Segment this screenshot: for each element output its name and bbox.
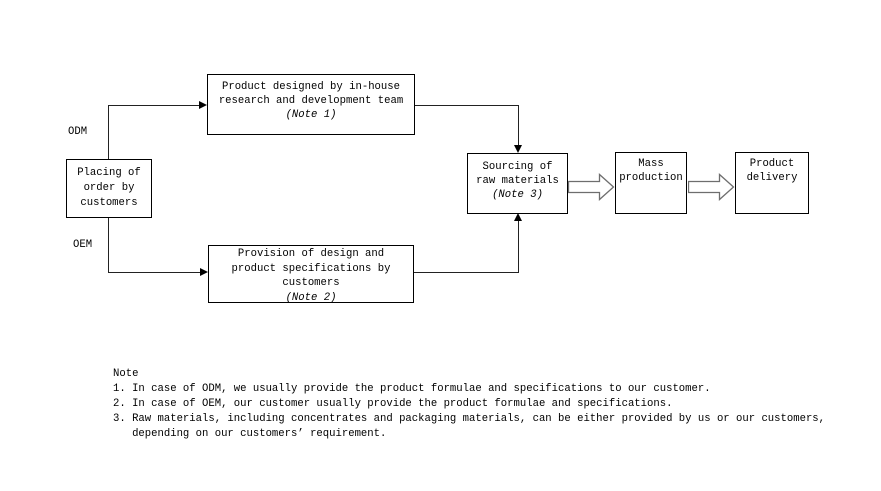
node-text-line: research and development team [218,95,404,107]
note-line-1: 1. In case of ODM, we usually provide th… [113,383,711,395]
connector-oem-vertical [108,217,109,272]
node-text-line: production [619,172,683,184]
node-text-line: customers [282,277,340,289]
node-sourcing-raw-materials: Sourcing of raw materials (Note 3) [467,153,568,214]
note-line-2: 2. In case of OEM, our customer usually … [113,398,673,410]
node-product-designed: Product designed by in-house research an… [207,74,415,135]
node-text-line: delivery [746,172,798,184]
node-text-line: Provision of design and [237,248,385,260]
note-reference: (Note 3) [492,189,543,201]
notes-title: Note [113,368,139,380]
arrowhead-down-icon [514,145,522,153]
connector-odm-vertical [108,105,109,159]
node-text-line: Sourcing of [482,161,553,173]
node-text-line: product specifications by [231,262,391,275]
node-text-line: Placing of [77,167,141,179]
connector-odm-horizontal [108,105,200,106]
note-line-3-continued: depending on our customers’ requirement. [113,428,387,440]
node-text-line: raw materials [476,175,559,187]
arrowhead-up-icon [514,213,522,221]
odm-label: ODM [68,126,88,138]
node-text-line: order by [83,182,135,194]
connector-bottom-to-sourcing-vertical [518,221,519,273]
notes-section: Note 1. In case of ODM, we usually provi… [113,367,825,442]
node-placing-order: Placing of order by customers [66,159,152,218]
block-arrow-right-icon [568,173,615,201]
arrowhead-right-icon [199,101,207,109]
node-mass-production: Mass production [615,152,687,214]
connector-top-to-sourcing-vertical [518,105,519,146]
note-line-3: 3. Raw materials, including concentrates… [113,413,826,425]
node-text-line: customers [80,197,138,209]
note-reference: (Note 2) [285,291,337,303]
connector-bottom-to-sourcing-horizontal [414,272,519,273]
oem-label: OEM [73,239,93,251]
connector-top-to-sourcing-horizontal [415,105,519,106]
node-product-delivery: Product delivery [735,152,809,214]
block-arrow-right-icon [688,173,735,201]
node-text-line: Product [749,158,795,170]
connector-oem-horizontal [108,272,201,273]
node-text-line: Product designed by in-house [221,81,400,93]
node-provision-specs: Provision of design and product specific… [208,245,414,303]
arrowhead-right-icon [200,268,208,276]
node-text-line: Mass [638,158,664,170]
note-reference: (Note 1) [285,109,337,121]
